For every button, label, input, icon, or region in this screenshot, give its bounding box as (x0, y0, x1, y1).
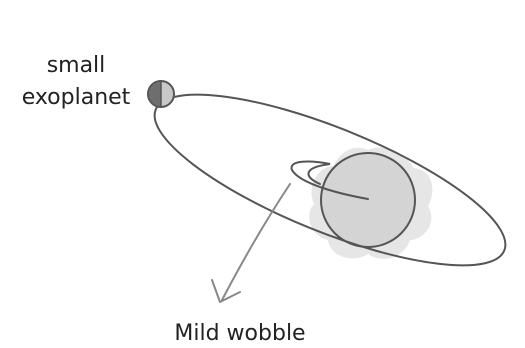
planet-label-line2: exoplanet (22, 85, 131, 110)
star-wobble-orbit (290, 160, 369, 200)
planet-orbit (153, 93, 507, 267)
star (320, 152, 416, 248)
wobble-arrow (211, 183, 291, 303)
planet-label-line1: small (47, 53, 106, 78)
exoplanet (147, 80, 175, 108)
wobble-label: Mild wobble (174, 321, 305, 346)
